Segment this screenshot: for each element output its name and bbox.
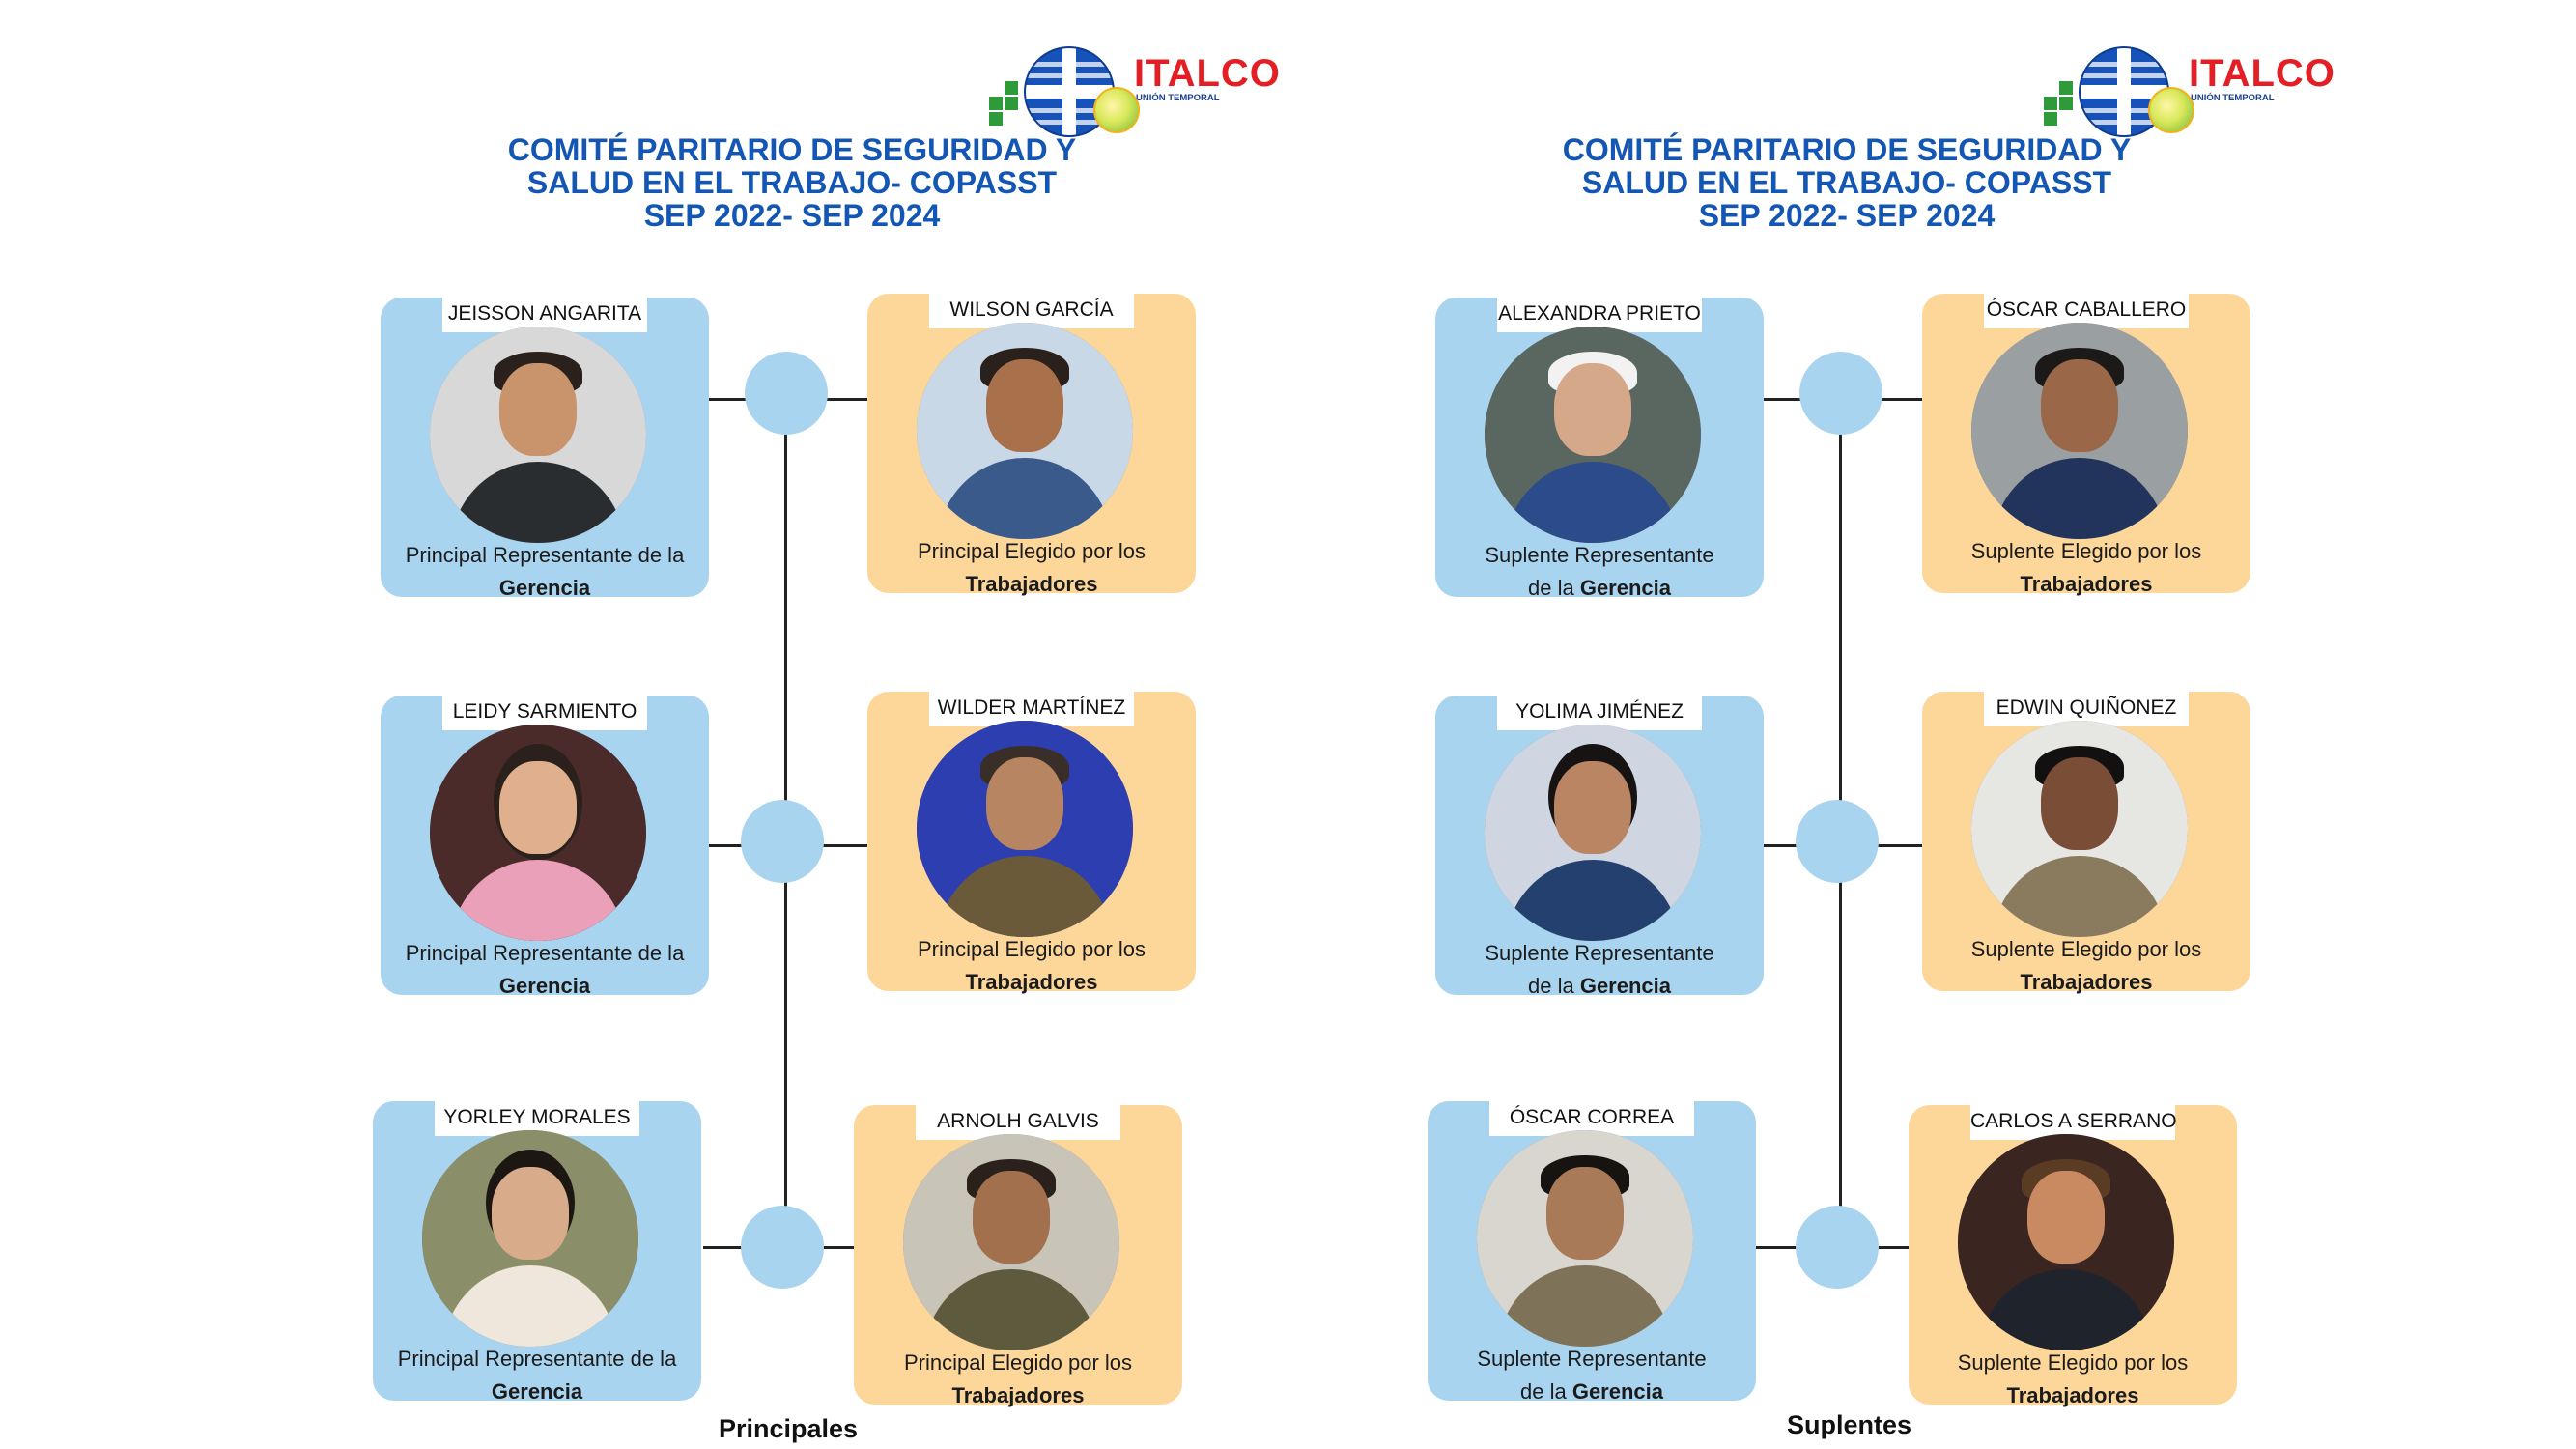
- ball-icon: [2148, 87, 2194, 133]
- member-photo: [917, 323, 1133, 539]
- connector-node: [1796, 800, 1879, 883]
- member-photo: [1477, 1130, 1693, 1347]
- member-photo: [903, 1134, 1119, 1350]
- member-name: YOLIMA JIMÉNEZ: [1497, 684, 1702, 730]
- member-card: ÓSCAR CABALLERO Suplente Elegido por los…: [1922, 282, 2250, 596]
- connector-node: [741, 1206, 824, 1289]
- member-photo: [917, 721, 1133, 937]
- page-title: COMITÉ PARITARIO DE SEGURIDAD Y SALUD EN…: [1562, 132, 2132, 233]
- member-name: ÓSCAR CABALLERO: [1984, 282, 2189, 328]
- member-photo: [1485, 724, 1701, 941]
- member-card: JEISSON ANGARITA Principal Representante…: [381, 286, 709, 600]
- suplentes-panel: ITALCO UNIÓN TEMPORAL COMITÉ PARITARIO D…: [1055, 0, 2342, 1449]
- member-photo: [1971, 721, 2188, 937]
- logo-subtitle: UNIÓN TEMPORAL: [2191, 93, 2275, 103]
- member-card: WILDER MARTÍNEZ Principal Elegido por lo…: [867, 680, 1196, 994]
- ball-icon: [1093, 87, 1140, 133]
- member-name: ÓSCAR CORREA: [1489, 1090, 1694, 1136]
- member-name: WILSON GARCÍA: [929, 282, 1134, 328]
- logo-subtitle: UNIÓN TEMPORAL: [1136, 93, 1220, 103]
- member-card: YORLEY MORALES Principal Representante d…: [373, 1090, 701, 1404]
- member-photo: [422, 1130, 638, 1347]
- connector-node: [1799, 352, 1882, 435]
- member-photo: [1971, 323, 2188, 539]
- italco-logo: ITALCO UNIÓN TEMPORAL: [989, 41, 1298, 137]
- member-photo: [1958, 1134, 2174, 1350]
- member-name: LEIDY SARMIENTO: [442, 684, 647, 730]
- member-name: JEISSON ANGARITA: [442, 286, 647, 332]
- member-photo: [430, 724, 646, 941]
- member-name: EDWIN QUIÑONEZ: [1984, 680, 2189, 726]
- member-name: CARLOS A SERRANO: [1970, 1094, 2177, 1140]
- member-name: ALEXANDRA PRIETO: [1497, 286, 1702, 332]
- logo-text: ITALCO: [1134, 52, 1281, 95]
- connector-node: [745, 352, 828, 435]
- panel-caption: Suplentes: [1787, 1410, 1912, 1439]
- italco-logo: ITALCO UNIÓN TEMPORAL: [2044, 41, 2353, 137]
- connector-node: [741, 800, 824, 883]
- member-name: WILDER MARTÍNEZ: [929, 680, 1134, 726]
- member-name: YORLEY MORALES: [435, 1090, 639, 1136]
- member-card: CARLOS A SERRANO Suplente Elegido por lo…: [1909, 1094, 2237, 1407]
- member-photo: [1485, 327, 1701, 543]
- connector-node: [1796, 1206, 1879, 1289]
- member-card: LEIDY SARMIENTO Principal Representante …: [381, 684, 709, 998]
- principales-panel: ITALCO UNIÓN TEMPORAL COMITÉ PARITARIO D…: [373, 46, 1280, 1443]
- member-name: ARNOLH GALVIS: [916, 1094, 1120, 1140]
- page-title: COMITÉ PARITARIO DE SEGURIDAD Y SALUD EN…: [507, 132, 1077, 233]
- panel-caption: Principales: [719, 1414, 859, 1443]
- logo-text: ITALCO: [2189, 52, 2335, 95]
- member-photo: [430, 327, 646, 543]
